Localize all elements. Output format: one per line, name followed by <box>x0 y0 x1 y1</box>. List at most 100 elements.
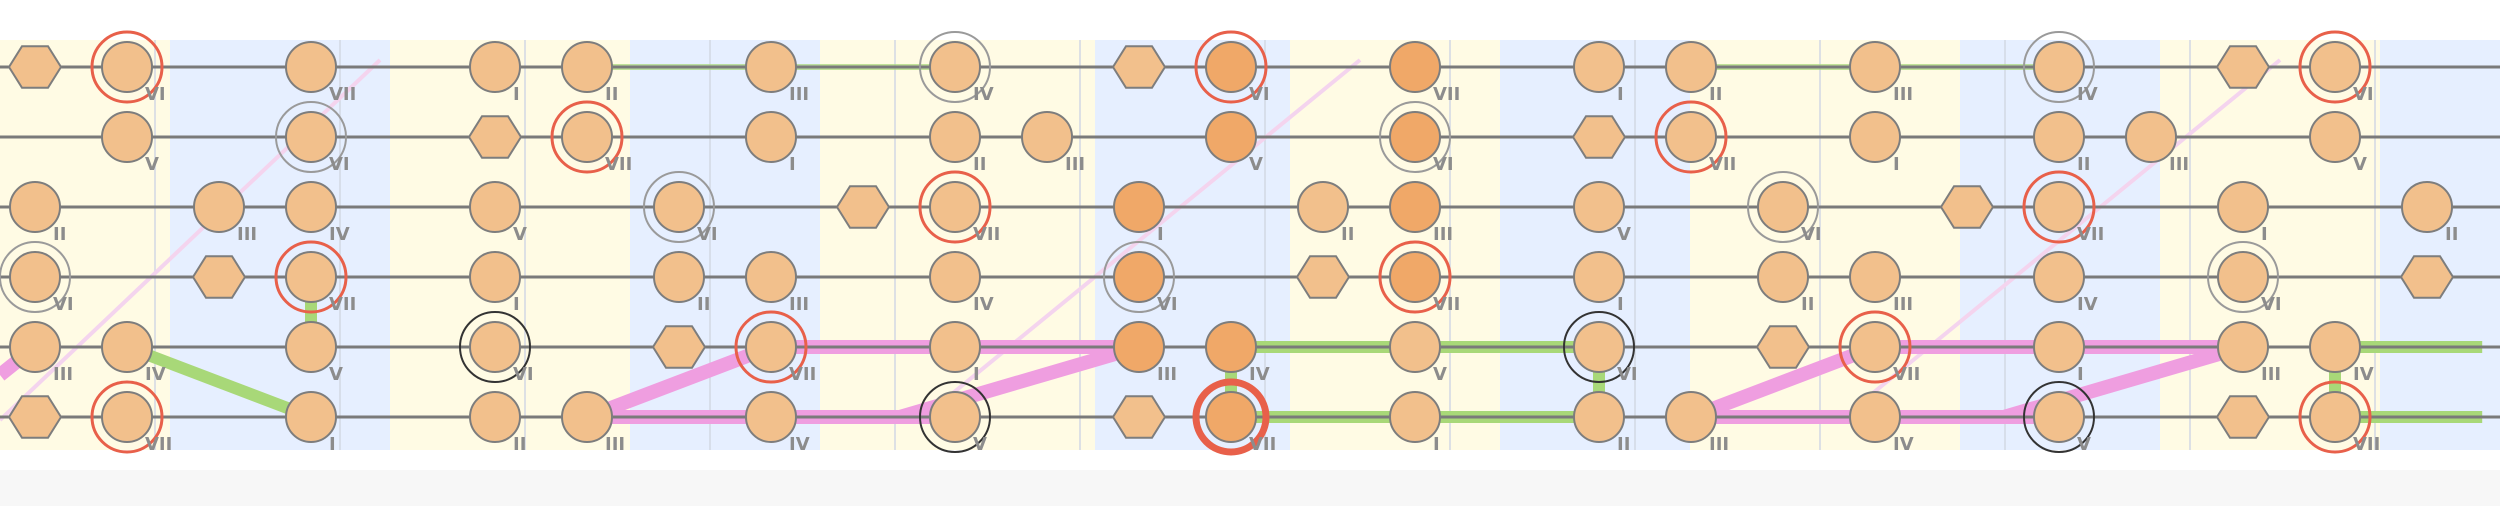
note-circle <box>1113 321 1165 373</box>
note-circle <box>745 41 797 93</box>
degree-label: IV <box>2077 294 2098 315</box>
degree-label: III <box>237 224 257 245</box>
note-ring <box>1838 310 1912 384</box>
note-circle <box>1205 111 1257 163</box>
note-ring <box>734 310 808 384</box>
degree-label: III <box>1433 224 1453 245</box>
degree-label: I <box>2077 364 2084 385</box>
note-circle <box>285 251 337 303</box>
note-circle <box>285 111 337 163</box>
note-circle <box>2309 321 2361 373</box>
degree-label: III <box>1893 294 1913 315</box>
note-hexagon <box>1295 255 1351 299</box>
note-circle <box>101 321 153 373</box>
note-circle <box>2033 41 2085 93</box>
note-ring <box>2207 241 2279 313</box>
note-circle <box>929 181 981 233</box>
note-circle <box>2033 111 2085 163</box>
diagonal-guide <box>918 58 1362 422</box>
note-ring <box>1194 30 1268 104</box>
note-circle <box>929 321 981 373</box>
note-circle <box>2217 181 2269 233</box>
degree-label: VI <box>697 224 718 245</box>
note-circle <box>745 321 797 373</box>
note-circle <box>285 181 337 233</box>
note-ring <box>1192 378 1270 456</box>
note-circle <box>2033 391 2085 443</box>
note-circle <box>2033 321 2085 373</box>
note-circle <box>745 251 797 303</box>
note-circle <box>1757 181 1809 233</box>
note-circle <box>101 41 153 93</box>
degree-label: I <box>973 364 980 385</box>
pink-band <box>1688 340 1878 424</box>
note-circle <box>1573 181 1625 233</box>
degree-label: V <box>973 434 987 455</box>
note-circle <box>561 41 613 93</box>
note-ring <box>919 31 991 103</box>
note-circle <box>9 321 61 373</box>
note-ring <box>275 101 347 173</box>
note-circle <box>1389 41 1441 93</box>
note-hexagon <box>1939 185 1995 229</box>
degree-label: VII <box>1433 84 1460 105</box>
degree-label: II <box>697 294 710 315</box>
degree-label: VI <box>1801 224 1822 245</box>
zone-band <box>1690 40 1960 450</box>
note-circle <box>1113 251 1165 303</box>
degree-label: IV <box>2077 84 2098 105</box>
note-circle <box>469 321 521 373</box>
note-circle <box>1389 111 1441 163</box>
degree-label: III <box>789 294 809 315</box>
note-ring <box>550 100 624 174</box>
note-ring <box>2298 380 2372 454</box>
degree-label: IV <box>973 84 994 105</box>
note-ring <box>274 240 348 314</box>
degree-label: I <box>1157 224 1164 245</box>
note-circle <box>2309 111 2361 163</box>
note-hexagon <box>2215 395 2271 439</box>
degree-label: II <box>513 434 526 455</box>
note-circle <box>1573 321 1625 373</box>
note-circle <box>1205 41 1257 93</box>
note-ring <box>1654 100 1728 174</box>
note-circle <box>1205 391 1257 443</box>
degree-label: II <box>53 224 66 245</box>
degree-label: VI <box>2353 84 2374 105</box>
degree-label: II <box>605 84 618 105</box>
degree-label: I <box>329 434 336 455</box>
degree-label: V <box>1617 224 1631 245</box>
note-circle <box>193 181 245 233</box>
degree-label: VI <box>329 154 350 175</box>
note-circle <box>745 111 797 163</box>
note-circle <box>1573 391 1625 443</box>
note-circle <box>929 391 981 443</box>
degree-label: I <box>1433 434 1440 455</box>
degree-label: II <box>2445 224 2458 245</box>
note-circle <box>561 391 613 443</box>
note-circle <box>1849 321 1901 373</box>
degree-label: I <box>1617 84 1624 105</box>
degree-label: V <box>145 154 159 175</box>
degree-label: IV <box>1249 364 1270 385</box>
degree-label: VI <box>1249 84 1270 105</box>
degree-label: I <box>789 154 796 175</box>
degree-label: I <box>513 294 520 315</box>
note-circle <box>1389 251 1441 303</box>
degree-label: I <box>1893 154 1900 175</box>
note-ring <box>1103 241 1175 313</box>
degree-label: II <box>2077 154 2090 175</box>
degree-label: VII <box>1893 364 1920 385</box>
note-circle <box>1389 321 1441 373</box>
note-ring <box>1747 171 1819 243</box>
degree-label: V <box>2353 154 2367 175</box>
degree-label: VI <box>2261 294 2282 315</box>
note-ring <box>90 30 164 104</box>
degree-label: V <box>513 224 527 245</box>
note-circle <box>2217 251 2269 303</box>
degree-label: III <box>605 434 625 455</box>
note-circle <box>1849 391 1901 443</box>
note-circle <box>745 391 797 443</box>
note-circle <box>101 391 153 443</box>
